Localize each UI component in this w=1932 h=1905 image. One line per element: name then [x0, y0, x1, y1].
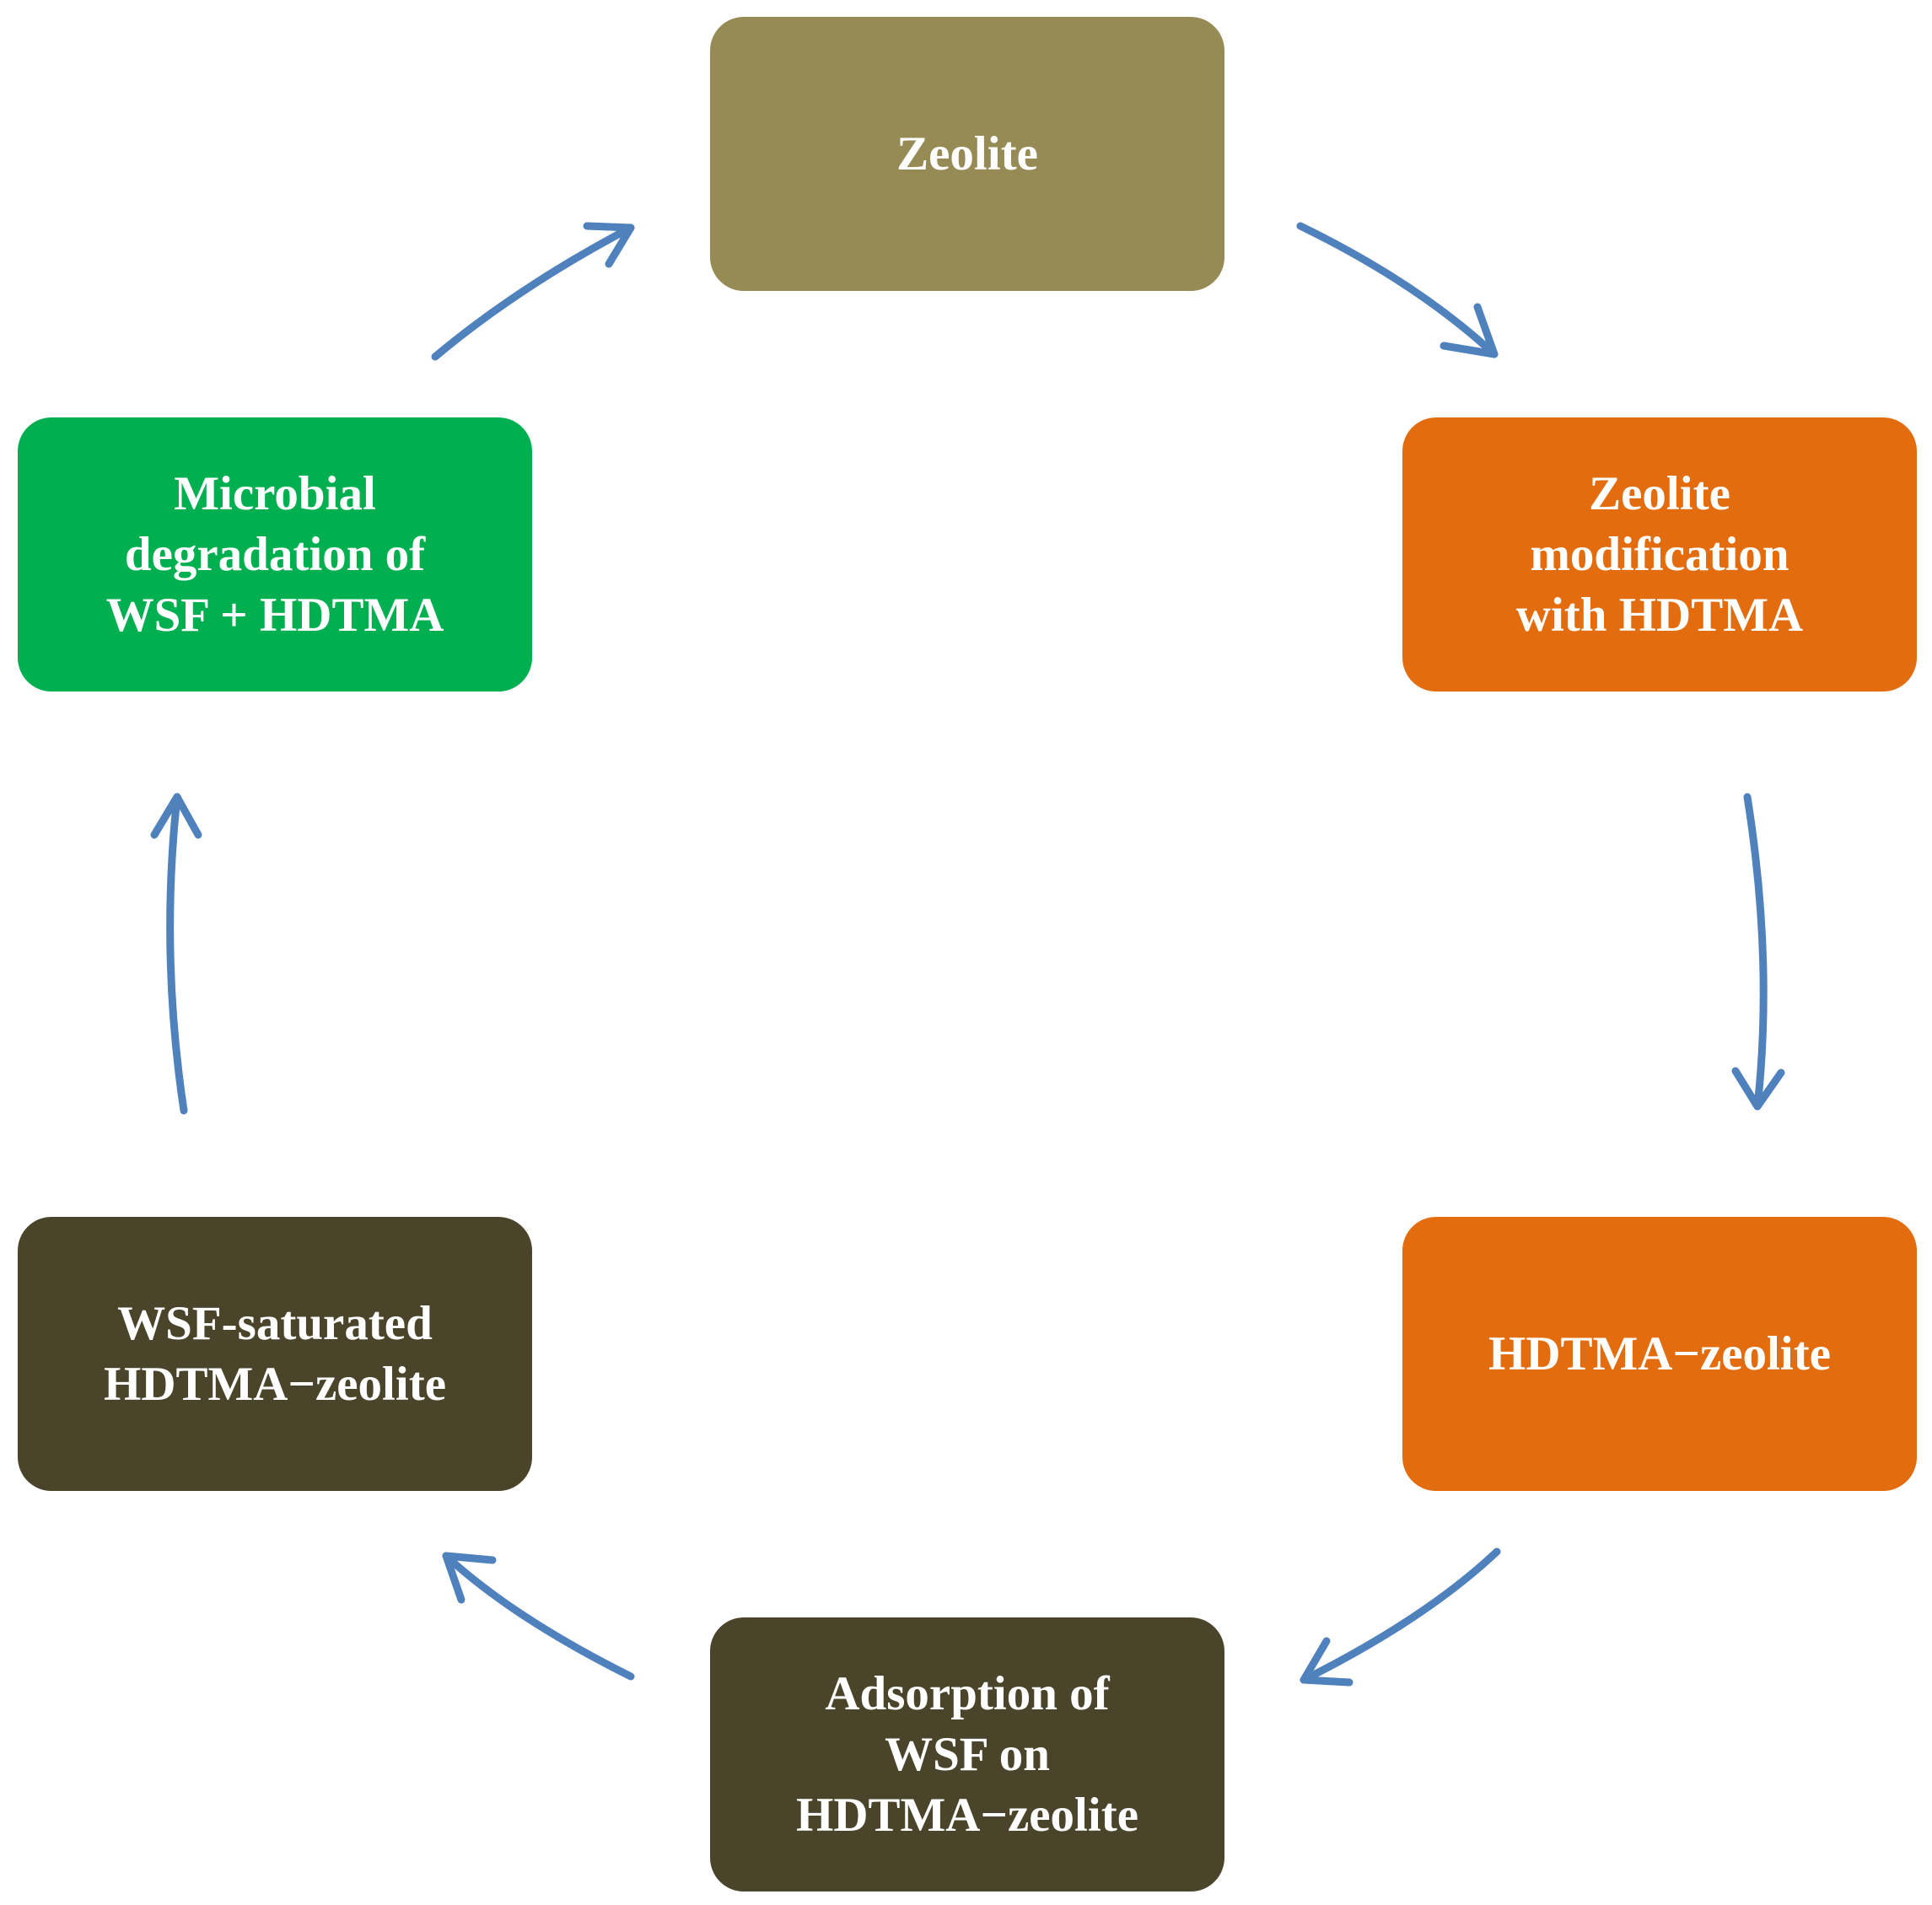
node-zeolite: Zeolite: [710, 17, 1224, 291]
node-hdtma-zeolite-label: HDTMA−zeolite: [1488, 1327, 1831, 1380]
arrow-saturated-to-microbial: [150, 793, 202, 1115]
node-hdtma-zeolite: HDTMA−zeolite: [1402, 1217, 1917, 1491]
node-zeolite-modification-label: Zeolite modification with HDTMA: [1515, 466, 1804, 642]
arrow-zeolite-to-modification: [1296, 222, 1499, 358]
arrow-modification-to-hdtma-zeolite: [1731, 793, 1785, 1111]
node-adsorption: Adsorption of WSF on HDTMA−zeolite: [710, 1617, 1224, 1892]
node-wsf-saturated: WSF-saturated HDTMA−zeolite: [18, 1217, 532, 1491]
arrow-microbial-to-zeolite: [431, 222, 635, 361]
node-zeolite-modification: Zeolite modification with HDTMA: [1402, 417, 1917, 692]
node-zeolite-label: Zeolite: [896, 126, 1038, 180]
arrow-adsorption-to-saturated: [442, 1552, 635, 1681]
node-adsorption-label: Adsorption of WSF on HDTMA−zeolite: [795, 1666, 1138, 1842]
node-wsf-saturated-label: WSF-saturated HDTMA−zeolite: [103, 1296, 446, 1411]
arrow-hdtma-zeolite-to-adsorption: [1300, 1547, 1501, 1687]
node-microbial-degradation-label: Microbial degradation of WSF + HDTMA: [105, 466, 444, 642]
node-microbial-degradation: Microbial degradation of WSF + HDTMA: [18, 417, 532, 692]
